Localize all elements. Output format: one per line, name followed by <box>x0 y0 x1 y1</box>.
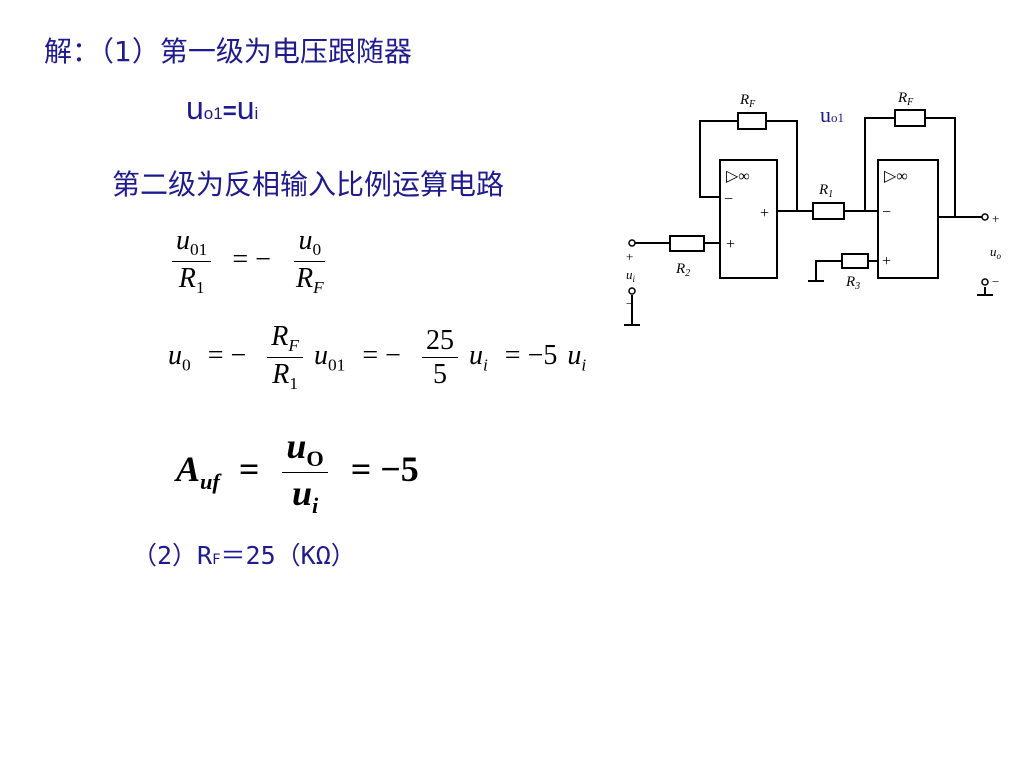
svg-text:+: + <box>992 211 999 226</box>
circuit-diagram: RF RF R1 R2 R3 ui uo ▷∞ ▷∞ − + + − + + −… <box>624 90 1002 326</box>
stage2-description: 第二级为反相输入比例运算电路 <box>112 168 505 201</box>
label-r2: R2 <box>675 261 690 279</box>
uo1-main: u <box>186 90 204 126</box>
label-ui: ui <box>626 267 636 284</box>
label-rf-right: RF <box>897 90 914 108</box>
opamp1-body <box>719 159 778 279</box>
equals-minus: = − <box>232 244 271 276</box>
svg-text:+: + <box>760 205 769 222</box>
opamp1-symbol: ▷∞ <box>726 168 750 185</box>
svg-text:−: − <box>724 191 733 208</box>
svg-text:−: − <box>992 274 999 289</box>
eq2-op2: = − <box>362 340 401 372</box>
ui-sub: i <box>254 104 259 123</box>
eq2-op3: = −5 <box>504 340 558 372</box>
fraction-u01-r1: u01 R1 <box>172 226 212 298</box>
svg-text:+: + <box>626 249 633 264</box>
label-uo: uo <box>990 244 1002 261</box>
fraction-25-5: 25 5 <box>421 326 458 390</box>
svg-text:+: + <box>726 236 735 253</box>
equation-gain: Auf = uO ui = −5 <box>176 426 419 519</box>
solution-title: 解：（1）第一级为电压跟随器 <box>44 35 412 68</box>
label-r1: R1 <box>818 182 833 200</box>
opamp2-symbol: ▷∞ <box>884 168 908 185</box>
follower-equals: = <box>222 98 237 125</box>
label-r3: R3 <box>845 274 860 292</box>
label-uo1: uo1 <box>820 102 844 127</box>
equation-ratio: u01 R1 = − u0 RF <box>168 226 332 298</box>
opamp2-body <box>877 159 939 279</box>
eq2-op1: = − <box>207 340 247 372</box>
eq3-op1: = <box>238 448 260 489</box>
eq3-op2: = −5 <box>350 448 419 489</box>
ui-main: u <box>236 90 255 126</box>
follower-equation: uo1=ui <box>186 90 258 127</box>
fraction-rf-r1: RF R1 <box>267 322 303 394</box>
fraction-uo-ui: uO ui <box>282 427 328 517</box>
fraction-u0-rf: u0 RF <box>294 225 326 298</box>
svg-text:−: − <box>882 204 891 221</box>
uo1-sub: o1 <box>203 104 223 123</box>
svg-text:+: + <box>882 253 891 270</box>
svg-text:−: − <box>626 296 633 311</box>
part2-answer: （2）RF＝25（KΩ） <box>132 541 356 570</box>
label-rf-left: RF <box>739 92 756 110</box>
